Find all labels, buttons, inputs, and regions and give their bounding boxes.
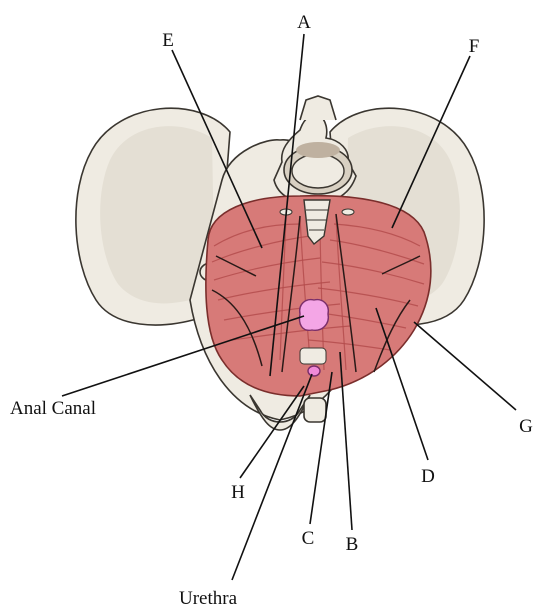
label-b: B <box>346 534 359 555</box>
label-a: A <box>297 12 311 33</box>
label-h: H <box>231 482 245 503</box>
label-urethra: Urethra <box>179 588 238 609</box>
leader-g <box>414 322 516 410</box>
anal-canal-shape <box>300 300 329 331</box>
label-anal-canal: Anal Canal <box>10 398 96 419</box>
pelvic-floor-muscle <box>206 196 431 396</box>
label-f: F <box>469 36 480 57</box>
label-e: E <box>162 30 174 51</box>
label-d: D <box>421 466 435 487</box>
urethra-shape <box>308 366 320 376</box>
label-g: G <box>519 416 533 437</box>
label-c: C <box>302 528 315 549</box>
